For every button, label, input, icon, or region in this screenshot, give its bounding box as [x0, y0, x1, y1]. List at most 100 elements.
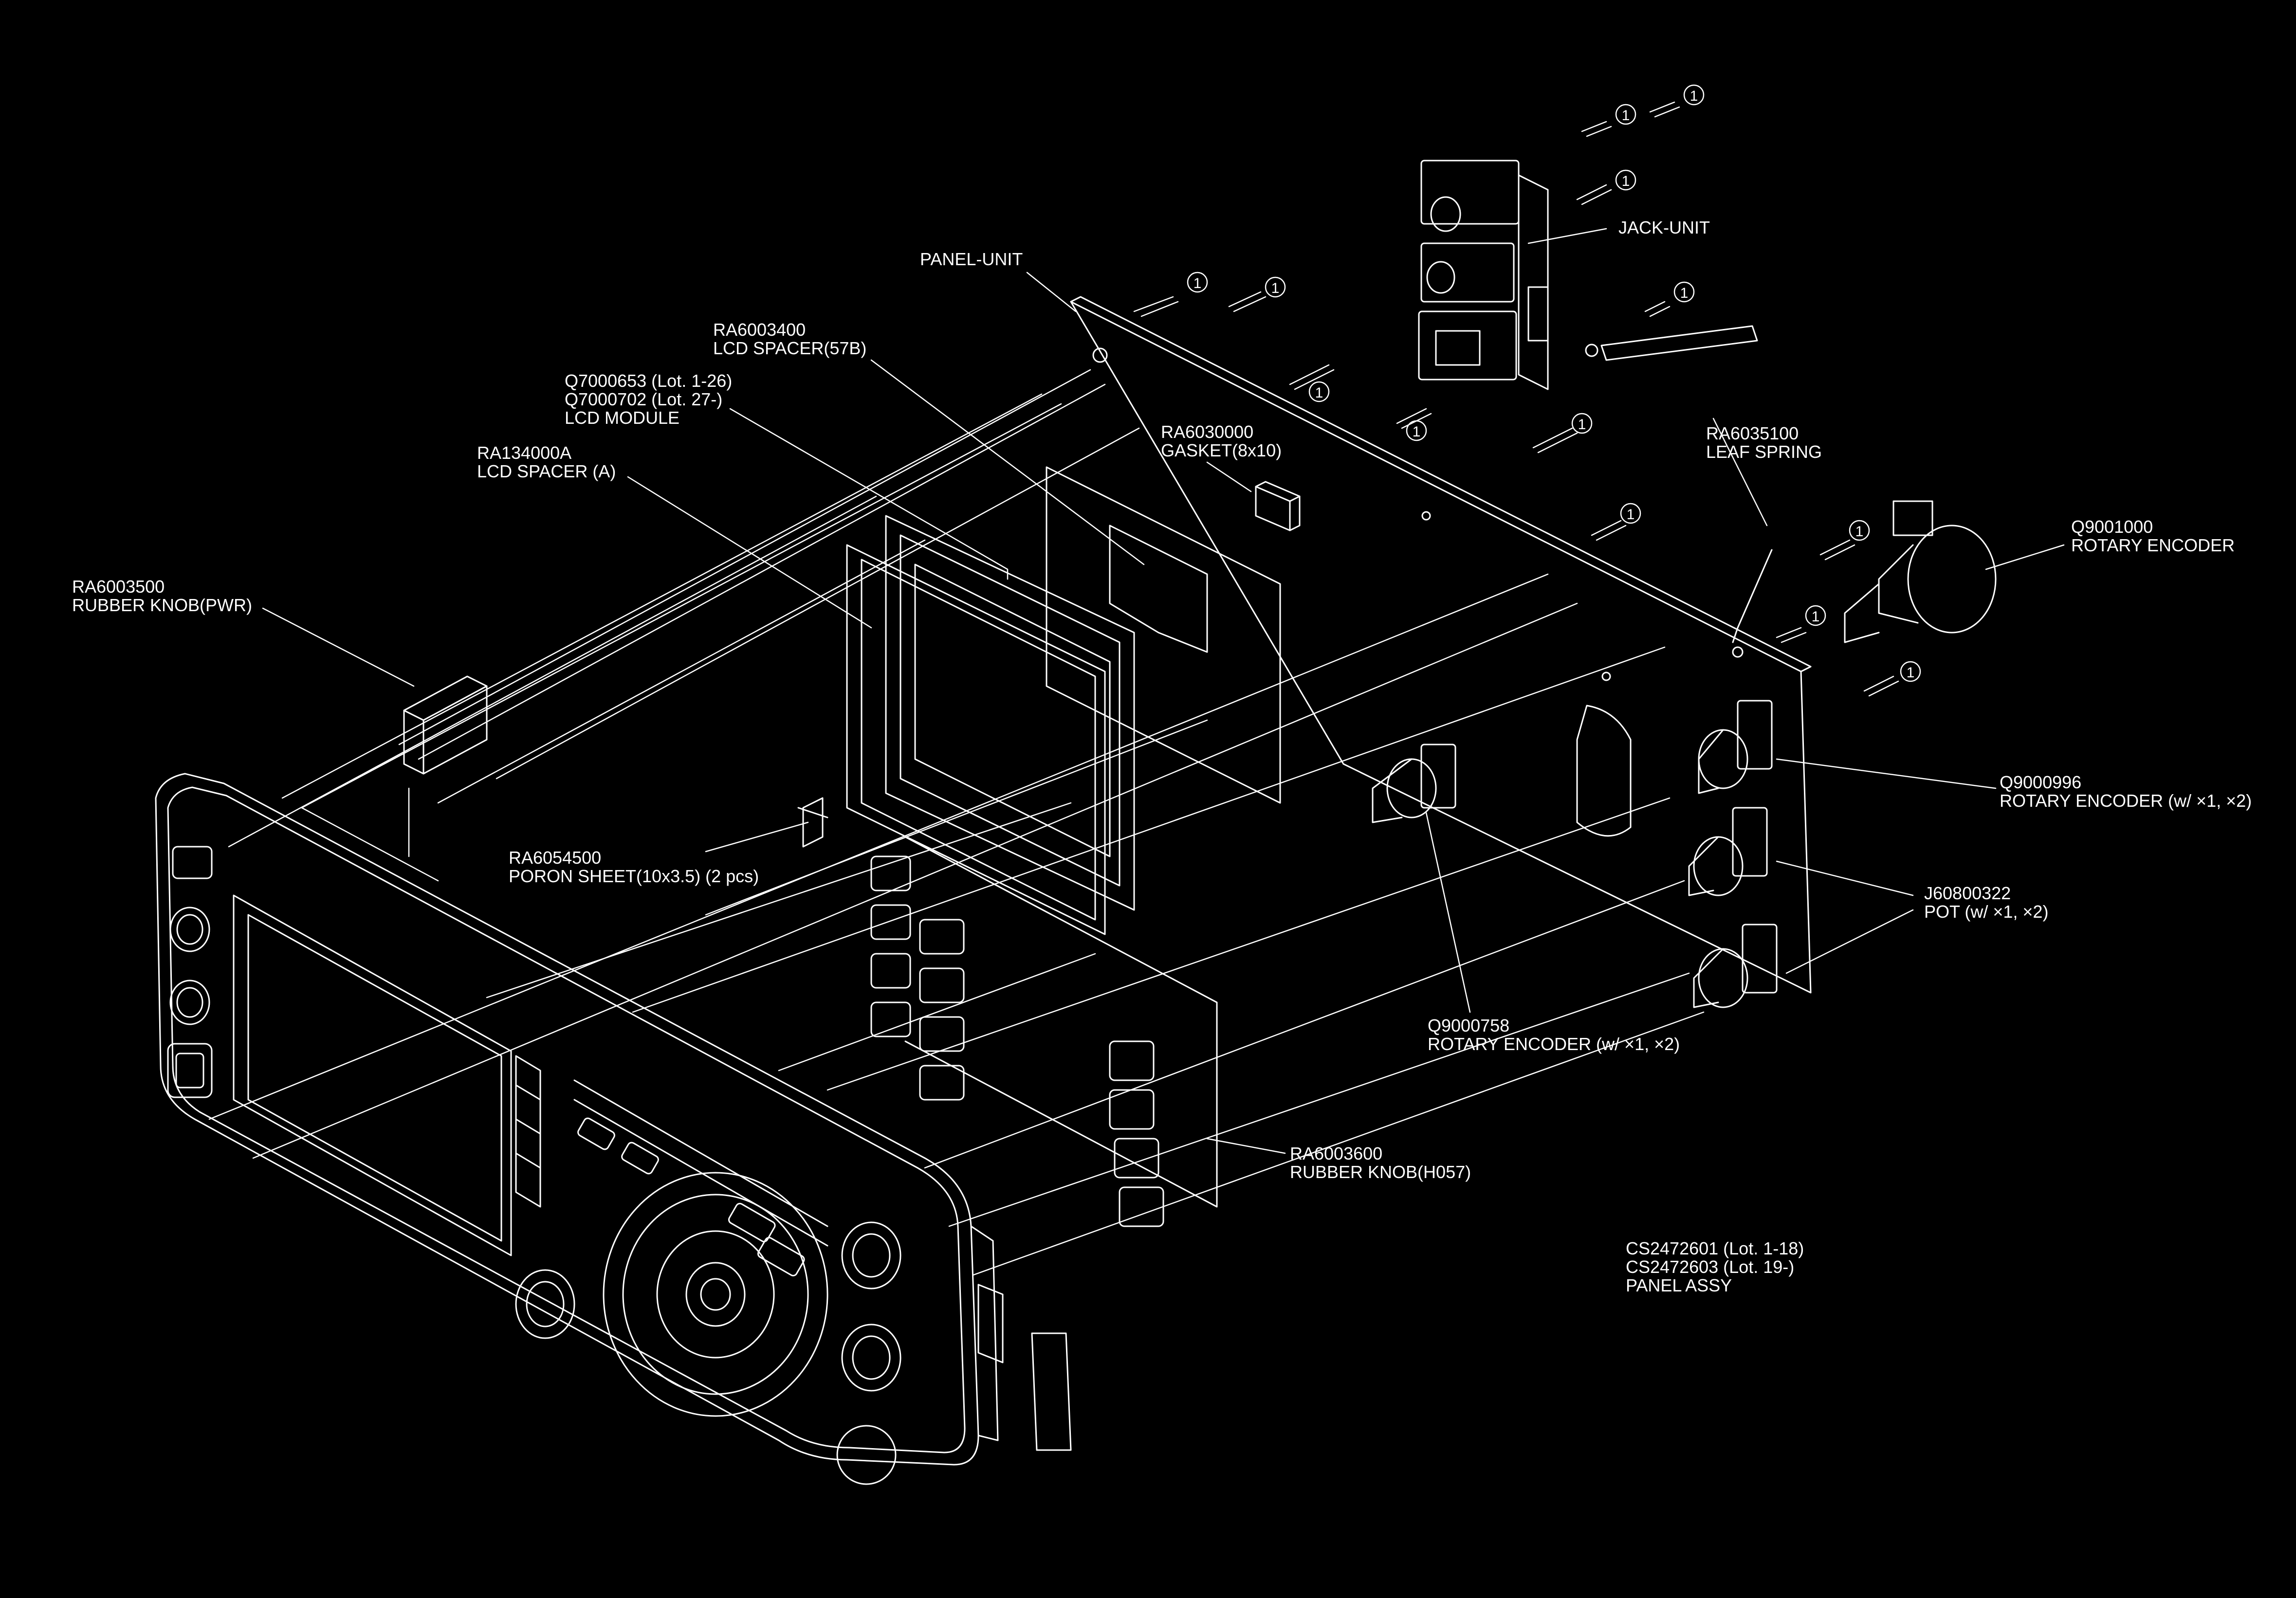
screw-callout-marker: 1 [1571, 413, 1593, 434]
svg-text:Q7000653 (Lot. 1-26): Q7000653 (Lot. 1-26) [565, 371, 732, 391]
right-knob-2 [841, 1324, 901, 1392]
pot-2 [1693, 924, 1778, 1008]
svg-text:1: 1 [1855, 524, 1864, 540]
screw-callout-marker: 1 [1187, 272, 1208, 293]
svg-text:RA6035100: RA6035100 [1706, 423, 1799, 443]
screw-callout-marker: 1 [1620, 503, 1641, 524]
lcd-spacer-57b [1046, 466, 1281, 804]
svg-text:ROTARY ENCODER (w/ ×1, ×2): ROTARY ENCODER (w/ ×1, ×2) [1428, 1034, 1680, 1054]
screw-callout-marker: 1 [1849, 520, 1870, 541]
svg-text:CS2472603 (Lot. 19-): CS2472603 (Lot. 19-) [1626, 1257, 1794, 1277]
svg-text:POT (w/ ×1, ×2): POT (w/ ×1, ×2) [1924, 902, 2048, 922]
main-dial-center [685, 1262, 746, 1327]
panel-unit-pcb [1070, 296, 1812, 994]
screw-callout-marker: 1 [1900, 661, 1921, 682]
svg-text:RA6003500: RA6003500 [72, 577, 165, 597]
labels: PANEL-UNIT JACK-UNIT RA6003400 LCD SPACE… [72, 218, 2252, 1295]
svg-text:RA6003400: RA6003400 [713, 320, 806, 340]
svg-text:Q9000758: Q9000758 [1428, 1016, 1509, 1035]
left-knob-1 [169, 907, 210, 952]
screw-callout-marker: 1 [1265, 276, 1286, 298]
svg-text:GASKET(8x10): GASKET(8x10) [1161, 440, 1282, 460]
svg-text:1: 1 [1812, 609, 1820, 625]
svg-text:Q9000996: Q9000996 [2000, 772, 2081, 792]
screw-callout-marker: 1 [1683, 84, 1705, 106]
svg-text:1: 1 [1413, 424, 1421, 440]
svg-text:RUBBER KNOB(H057): RUBBER KNOB(H057) [1290, 1162, 1471, 1182]
screw-callout-marker: 1 [1673, 281, 1695, 303]
front-panel [155, 773, 1072, 1485]
svg-text:RA134000A: RA134000A [477, 443, 571, 463]
svg-text:1: 1 [1907, 665, 1915, 681]
lcd-module [885, 515, 1135, 911]
screws [1133, 101, 1899, 697]
right-knob-3 [836, 1425, 897, 1485]
label-rotary-encoder-9000996: Q9000996 ROTARY ENCODER (w/ ×1, ×2) [2000, 772, 2252, 811]
svg-text:LCD SPACER(57B): LCD SPACER(57B) [713, 338, 866, 358]
lcd-spacer-a [846, 544, 1106, 935]
label-rubber-knob-pwr: RA6003500 RUBBER KNOB(PWR) [72, 577, 252, 615]
label-rubber-knob-h057: RA6003600 RUBBER KNOB(H057) [1290, 1144, 1471, 1182]
label-panel-unit: PANEL-UNIT [920, 249, 1023, 269]
poron-sheet [797, 797, 828, 848]
pot-1 [1688, 807, 1768, 896]
label-leaf-spring: RA6035100 LEAF SPRING [1706, 423, 1822, 462]
svg-text:1: 1 [1627, 507, 1635, 523]
screw-callout-marker: 1 [1805, 605, 1826, 626]
svg-text:RA6054500: RA6054500 [509, 848, 601, 868]
label-gasket: RA6030000 GASKET(8x10) [1161, 422, 1282, 460]
screw-callout-marker: 1 [1308, 381, 1330, 402]
svg-text:1: 1 [1622, 108, 1630, 124]
label-panel-assy: CS2472601 (Lot. 1-18) CS2472603 (Lot. 19… [1626, 1238, 1804, 1295]
svg-text:RA6003600: RA6003600 [1290, 1144, 1382, 1163]
svg-text:1: 1 [1690, 88, 1698, 104]
svg-text:Q9001000: Q9001000 [2071, 517, 2153, 537]
svg-text:LCD SPACER (A): LCD SPACER (A) [477, 461, 616, 481]
label-lcd-spacer-a: RA134000A LCD SPACER (A) [477, 443, 616, 481]
svg-text:RUBBER KNOB(PWR): RUBBER KNOB(PWR) [72, 595, 252, 615]
label-poron-sheet: RA6054500 PORON SHEET(10x3.5) (2 pcs) [509, 848, 759, 886]
screw-callouts: 1 1 1 1 1 1 1 1 1 1 1 1 1 [1187, 84, 1921, 682]
encoder-9000758 [1372, 744, 1456, 823]
gasket [1255, 481, 1301, 531]
svg-text:1: 1 [1578, 417, 1586, 433]
screw-callout-marker: 1 [1615, 104, 1636, 125]
svg-text:CS2472601 (Lot. 1-18): CS2472601 (Lot. 1-18) [1626, 1238, 1804, 1258]
svg-text:1: 1 [1194, 275, 1202, 291]
jack-unit [1418, 160, 1549, 390]
leader-lines [262, 228, 2065, 1154]
left-knob-2 [169, 980, 210, 1025]
label-pot: J60800322 POT (w/ ×1, ×2) [1924, 883, 2048, 922]
svg-text:LCD MODULE: LCD MODULE [565, 408, 680, 428]
right-knob-1 [841, 1221, 901, 1289]
leaf-spring [1585, 325, 1773, 658]
display-window [233, 894, 512, 1256]
svg-text:1: 1 [1315, 385, 1323, 401]
svg-text:1: 1 [1680, 285, 1689, 301]
label-rotary-encoder-9000758: Q9000758 ROTARY ENCODER (w/ ×1, ×2) [1428, 1016, 1680, 1054]
label-lcd-module: Q7000653 (Lot. 1-26) Q7000702 (Lot. 27-)… [565, 371, 732, 428]
svg-text:1: 1 [1271, 280, 1280, 296]
svg-text:J60800322: J60800322 [1924, 883, 2011, 903]
main-dial-outer [603, 1172, 828, 1417]
screw-callout-marker: 1 [1406, 420, 1427, 441]
svg-text:LEAF SPRING: LEAF SPRING [1706, 442, 1822, 462]
svg-text:1: 1 [1622, 173, 1630, 189]
rubber-knob-h057 [870, 836, 1218, 1227]
chassis-rails [208, 369, 1705, 1276]
svg-text:RA6030000: RA6030000 [1161, 422, 1253, 442]
spacer-cutout [1109, 525, 1208, 653]
screw-callout-marker: 1 [1615, 169, 1636, 191]
label-rotary-encoder-main: Q9001000 ROTARY ENCODER [2071, 517, 2235, 555]
svg-text:PANEL ASSY: PANEL ASSY [1626, 1275, 1732, 1295]
label-lcd-spacer-57b: RA6003400 LCD SPACER(57B) [713, 320, 866, 358]
svg-text:ROTARY ENCODER (w/ ×1, ×2): ROTARY ENCODER (w/ ×1, ×2) [2000, 791, 2252, 811]
bottom-knob [515, 1269, 575, 1339]
label-jack-unit: JACK-UNIT [1618, 218, 1710, 237]
svg-text:Q7000702 (Lot. 27-): Q7000702 (Lot. 27-) [565, 389, 722, 409]
svg-text:PORON SHEET(10x3.5) (2 pcs): PORON SHEET(10x3.5) (2 pcs) [509, 866, 759, 886]
drawing [155, 101, 2065, 1485]
encoder-9000996 [1698, 700, 1773, 794]
rubber-knob-pwr [403, 675, 488, 775]
